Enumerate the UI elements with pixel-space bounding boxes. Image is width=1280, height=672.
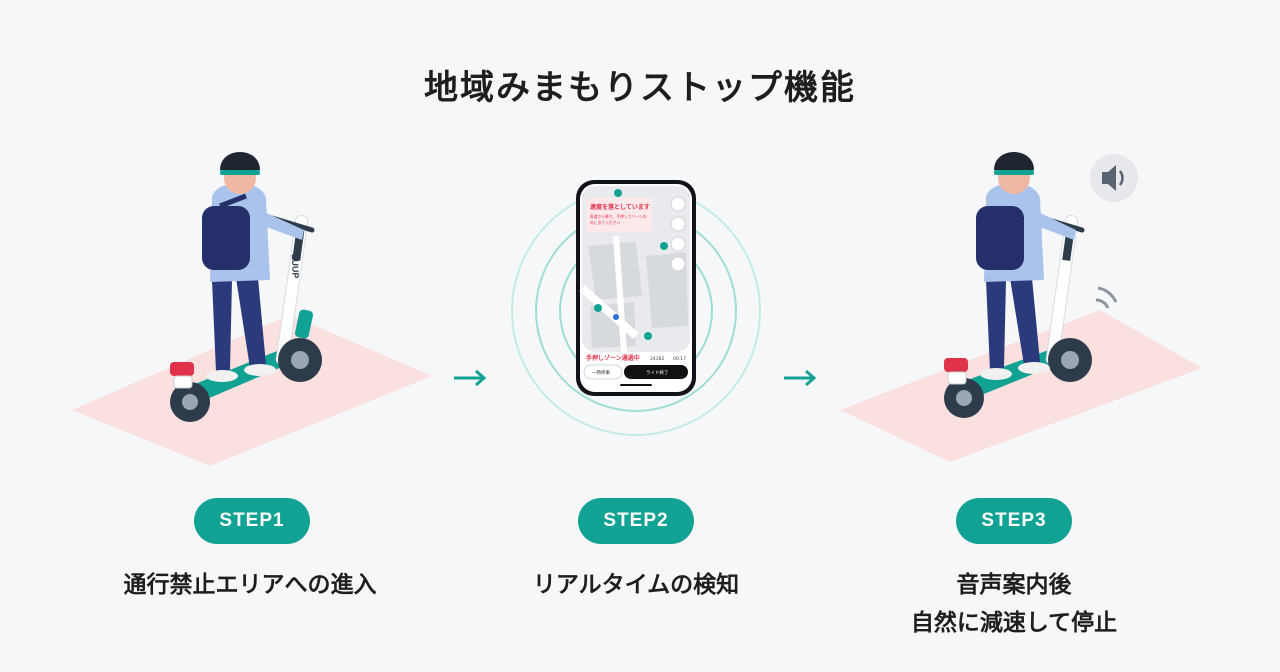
rider — [202, 152, 304, 382]
alert-body-line2: 外に出てください — [590, 220, 620, 225]
step1-badge: STEP1 — [194, 498, 310, 544]
arrow-right-icon — [784, 369, 817, 387]
restricted-zone — [840, 310, 1202, 462]
step3-illustration — [840, 152, 1202, 462]
step2-caption-line1: リアルタイムの検知 — [532, 572, 740, 598]
parking-icon — [594, 189, 668, 340]
arrow-right-icon — [454, 369, 487, 387]
step3-caption-line1: 音声案内後 — [956, 572, 1072, 598]
pause-button-label: 一時停車 — [592, 369, 610, 376]
scooter: LUUP — [170, 215, 322, 422]
scooter-brand-label: LUUP — [290, 254, 301, 279]
speaker-icon — [1090, 154, 1138, 202]
rider — [976, 152, 1076, 380]
speed-alert — [586, 198, 652, 232]
end-ride-button-label: ライド終了 — [646, 369, 669, 376]
step1-caption: 通行禁止エリアへの進入 — [70, 566, 430, 604]
end-ride-button[interactable] — [624, 365, 688, 379]
zone-status: 手押しゾーン通過中 — [586, 354, 640, 362]
step2-caption: リアルタイムの検知 — [456, 566, 816, 604]
restricted-zone — [72, 315, 432, 466]
step1-illustration: LUUP — [72, 152, 432, 466]
step1-caption-line1: 通行禁止エリアへの進入 — [123, 572, 377, 598]
step3-caption-line2: 自然に減速して停止 — [910, 610, 1118, 636]
navigation-icon[interactable] — [670, 256, 686, 272]
ride-time: 00:17 — [673, 356, 686, 362]
ride-distance: 24382 — [650, 356, 664, 362]
alert-body-line1: 車道から降り、手押しでゾーンの — [590, 214, 647, 219]
alert-title: 速度を落としています — [590, 203, 650, 211]
scooter — [944, 215, 1092, 418]
step2-badge: STEP2 — [578, 498, 694, 544]
step2-illustration: 速度を落としています 車道から降り、手押しでゾーンの 外に出てください 手押しゾ… — [511, 180, 761, 436]
smartphone: 速度を落としています 車道から降り、手押しでゾーンの 外に出てください 手押しゾ… — [576, 180, 696, 396]
info-icon[interactable] — [670, 236, 686, 252]
user-icon[interactable] — [670, 196, 686, 212]
pause-button[interactable] — [583, 364, 623, 380]
step3-caption: 音声案内後 自然に減速して停止 — [834, 566, 1194, 642]
page-title: 地域みまもりストップ機能 — [424, 68, 856, 108]
search-icon[interactable] — [670, 216, 686, 232]
step3-badge: STEP3 — [956, 498, 1072, 544]
